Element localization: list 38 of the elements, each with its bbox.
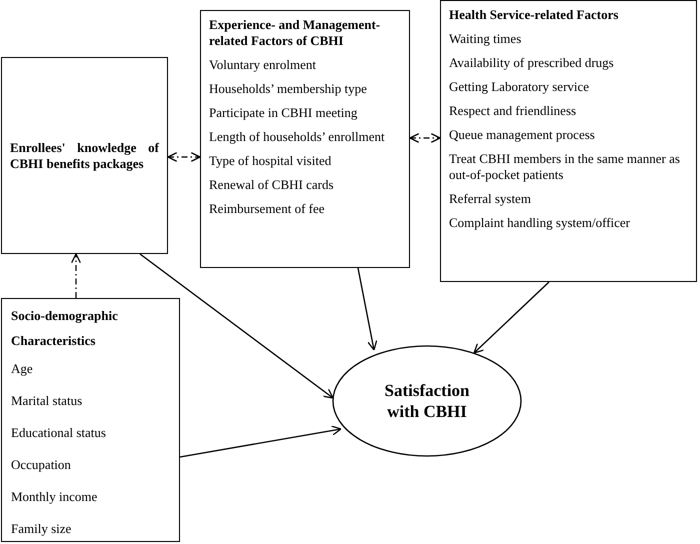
box-heading: Socio-demographic Characteristics bbox=[11, 307, 119, 350]
factor-item: Occupation bbox=[11, 457, 72, 473]
factor-item: Voluntary enrolment bbox=[209, 57, 317, 73]
factor-box bbox=[440, 0, 697, 282]
arrow bbox=[473, 282, 550, 354]
factor-item: Getting Laboratory service bbox=[449, 79, 590, 95]
factor-item: Type of hospital visited bbox=[209, 153, 332, 169]
box-heading: Experience- and Management-related Factors of CBHI bbox=[209, 17, 382, 49]
factor-item: Length of households’ enrollment bbox=[209, 129, 386, 145]
box-title: Enrollees' knowledge of CBHI benefits packages bbox=[10, 140, 159, 172]
dashed-arrow bbox=[409, 132, 441, 144]
factor-item: Participate in CBHI meeting bbox=[209, 105, 358, 121]
box-heading: Health Service-related Factors bbox=[449, 7, 620, 23]
factor-item: Renewal of CBHI cards bbox=[209, 177, 335, 193]
outcome-ellipse bbox=[332, 345, 522, 457]
factor-item: Availability of prescribed drugs bbox=[449, 55, 615, 71]
arrow bbox=[180, 425, 342, 458]
factor-item: Educational status bbox=[11, 425, 107, 441]
factor-item: Family size bbox=[11, 521, 72, 537]
dashed-arrow bbox=[70, 253, 82, 298]
factor-item: Complaint handling system/officer bbox=[449, 215, 632, 231]
factor-item: Marital status bbox=[11, 393, 84, 409]
dashed-arrow bbox=[167, 152, 201, 162]
factor-item: Referral system bbox=[449, 191, 532, 207]
factor-item: Treat CBHI members in the same manner as out-of-pocket patients bbox=[449, 151, 681, 183]
factor-box bbox=[1, 298, 180, 542]
factor-item: Monthly income bbox=[11, 489, 98, 505]
factor-item: Respect and friendliness bbox=[449, 103, 578, 119]
factor-item: Households’ membership type bbox=[209, 81, 368, 97]
factor-item: Queue management process bbox=[449, 127, 596, 143]
factor-item: Waiting times bbox=[449, 31, 522, 47]
arrow bbox=[357, 268, 378, 351]
factor-box bbox=[1, 57, 168, 254]
outcome-label: Satisfaction with CBHI bbox=[384, 380, 470, 422]
factor-item: Reimbursement of fee bbox=[209, 201, 326, 217]
factor-box bbox=[200, 10, 410, 268]
factor-item: Age bbox=[11, 361, 34, 377]
arrow bbox=[140, 253, 334, 399]
